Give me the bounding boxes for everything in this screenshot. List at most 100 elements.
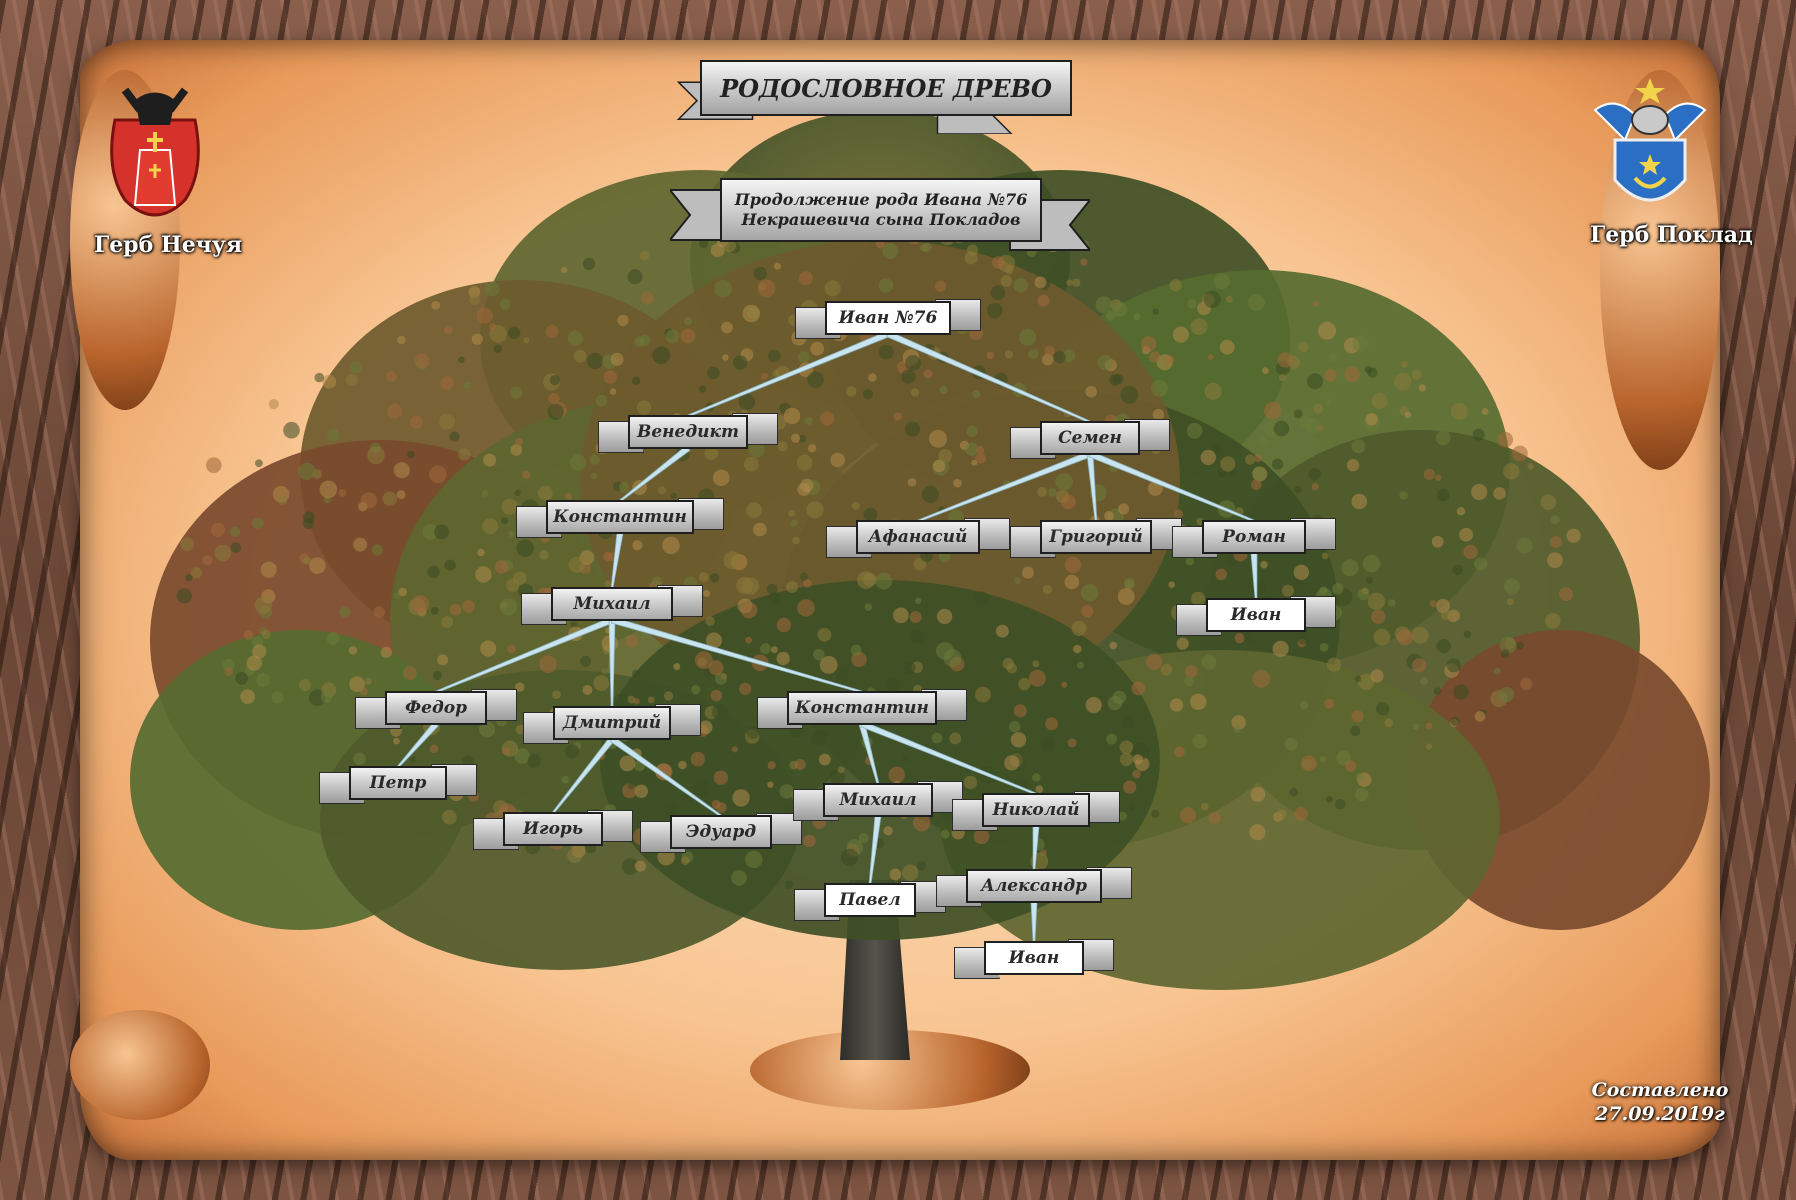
leaf-dot <box>830 453 845 468</box>
leaf-dot <box>753 523 767 537</box>
leaf-dot <box>303 518 314 529</box>
person-name: Игорь <box>503 812 603 846</box>
person-name: Александр <box>966 869 1102 903</box>
leaf-dot <box>768 350 780 362</box>
leaf-dot <box>799 271 813 285</box>
leaf-dot <box>441 616 453 628</box>
leaf-dot <box>1028 349 1038 359</box>
leaf-dot <box>1326 796 1333 803</box>
leaf-dot <box>825 280 841 296</box>
leaf-dot <box>508 531 514 537</box>
leaf-dot <box>349 646 358 655</box>
leaf-dot <box>632 377 640 385</box>
leaf-dot <box>589 455 599 465</box>
leaf-dot <box>991 285 1006 300</box>
leaf-dot <box>666 330 680 344</box>
leaf-dot <box>1547 552 1563 568</box>
leaf-dot <box>477 307 493 323</box>
leaf-dot <box>713 470 730 487</box>
leaf-dot <box>1208 354 1214 360</box>
leaf-dot <box>1061 682 1067 688</box>
leaf-dot <box>792 537 800 545</box>
leaf-dot <box>1356 773 1364 781</box>
leaf-dot <box>320 481 338 499</box>
leaf-dot <box>972 390 980 398</box>
leaf-dot <box>714 280 732 298</box>
leaf-dot <box>684 317 692 325</box>
leaf-dot <box>1437 639 1451 653</box>
leaf-dot <box>1252 670 1270 688</box>
leaf-dot <box>797 599 815 617</box>
leaf-dot <box>1497 432 1513 448</box>
leaf-dot <box>1106 734 1117 745</box>
leaf-dot <box>1187 423 1203 439</box>
person-node-pavel: Павел <box>794 883 946 917</box>
compiled-label: Составлено <box>1590 1078 1730 1102</box>
leaf-dot <box>1141 336 1156 351</box>
person-node-eduard: Эдуард <box>640 815 802 849</box>
leaf-dot <box>1376 702 1389 715</box>
leaf-dot <box>1426 743 1432 749</box>
person-node-fedor: Федор <box>355 691 517 725</box>
leaf-dot <box>1098 355 1113 370</box>
leaf-dot <box>628 269 643 284</box>
leaf-dot <box>1298 342 1308 352</box>
leaf-dot <box>1262 367 1269 374</box>
leaf-dot <box>1397 629 1413 645</box>
person-name: Роман <box>1202 520 1306 554</box>
leaf-dot <box>680 329 695 344</box>
leaf-dot <box>1193 734 1207 748</box>
leaf-dot <box>625 635 638 648</box>
leaf-dot <box>1077 662 1084 669</box>
leaf-dot <box>1473 429 1485 441</box>
person-node-konstantin2: Константин <box>757 691 967 725</box>
leaf-dot <box>1260 561 1268 569</box>
leaf-dot <box>1559 587 1573 601</box>
leaf-dot <box>394 593 400 599</box>
leaf-dot <box>807 501 824 518</box>
leaf-dot <box>663 801 678 816</box>
leaf-dot <box>774 263 781 270</box>
leaf-dot <box>434 525 449 540</box>
leaf-dot <box>1345 761 1356 772</box>
leaf-dot <box>1550 536 1562 548</box>
leaf-dot <box>562 776 570 784</box>
leaf-dot <box>1347 459 1359 471</box>
leaf-dot <box>695 651 713 669</box>
leaf-dot <box>495 560 509 574</box>
leaf-dot <box>410 757 416 763</box>
leaf-dot <box>1014 704 1027 717</box>
leaf-dot <box>372 544 383 555</box>
leaf-dot <box>879 345 894 360</box>
leaf-dot <box>1355 676 1362 683</box>
leaf-dot <box>941 830 950 839</box>
leaf-dot <box>1259 437 1269 447</box>
leaf-dot <box>1151 380 1168 397</box>
leaf-dot <box>1304 417 1320 433</box>
leaf-dot <box>231 542 242 553</box>
leaf-dot <box>1177 638 1189 650</box>
leaf-dot <box>800 479 813 492</box>
leaf-dot <box>1424 469 1435 480</box>
person-node-igor: Игорь <box>473 812 633 846</box>
person-node-roman: Роман <box>1172 520 1336 554</box>
leaf-dot <box>767 782 773 788</box>
leaf-dot <box>1435 474 1442 481</box>
leaf-dot <box>785 881 793 889</box>
leaf-dot <box>1453 684 1468 699</box>
leaf-dot <box>851 645 862 656</box>
leaf-dot <box>1441 610 1451 620</box>
leaf-dot <box>1190 694 1206 710</box>
leaf-dot <box>1426 723 1433 730</box>
leaf-dot <box>803 835 816 848</box>
leaf-dot <box>494 345 502 353</box>
leaf-dot <box>1073 645 1082 654</box>
leaf-dot <box>1235 633 1245 643</box>
leaf-dot <box>1300 701 1309 710</box>
leaf-dot <box>1108 696 1122 710</box>
leaf-dot <box>711 690 723 702</box>
person-name: Венедикт <box>628 415 748 449</box>
leaf-dot <box>439 413 455 429</box>
leaf-dot <box>791 434 800 443</box>
leaf-dot <box>681 856 690 865</box>
